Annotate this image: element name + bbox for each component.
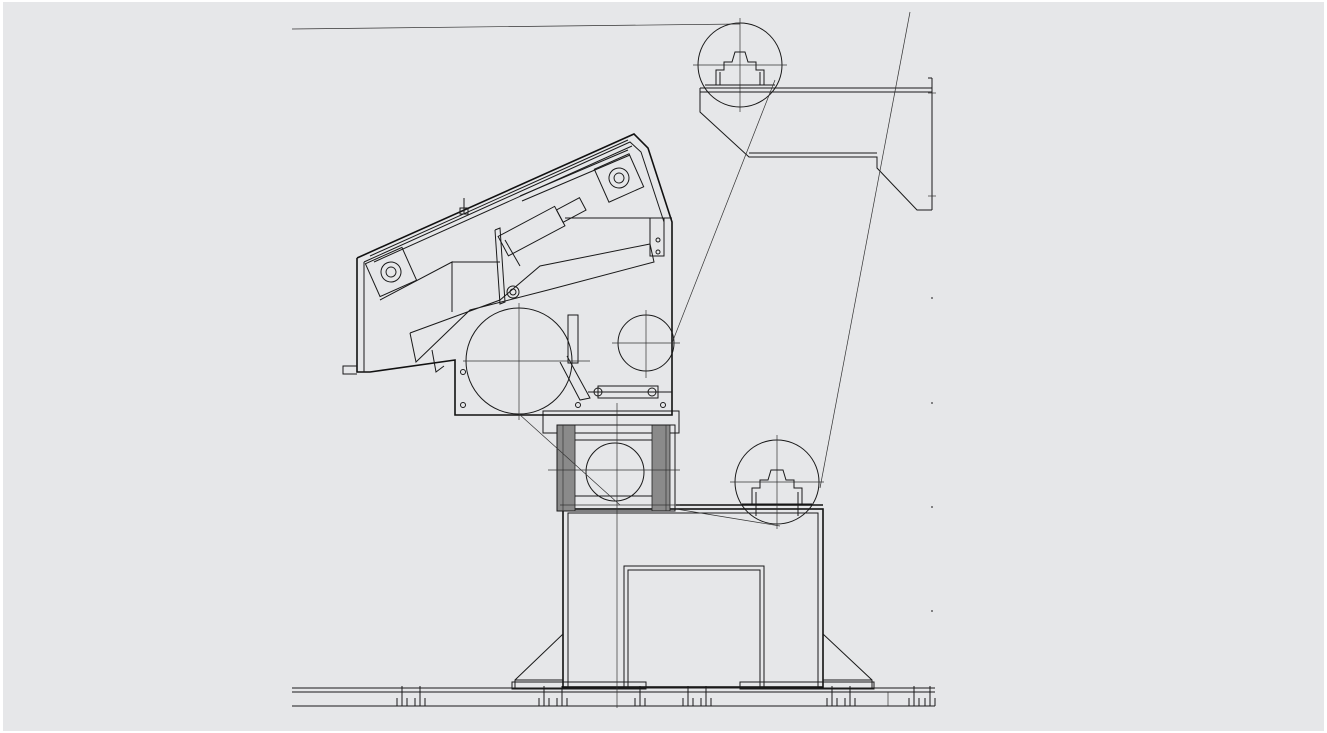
leader-line-upper [291, 23, 741, 30]
leader-lines [671, 11, 911, 527]
bearing-block [542, 410, 680, 512]
margin-ticks [931, 297, 933, 612]
detail-circle-upper [693, 18, 787, 112]
anchor-bolt [556, 686, 568, 706]
anchor-bolt [844, 686, 856, 706]
main-drum [463, 303, 621, 506]
detail-circle-lower [730, 435, 824, 529]
arm-body [342, 133, 673, 416]
anchor-bolt [924, 686, 936, 706]
anchor-bolt [908, 686, 920, 706]
anchor-bolts [396, 686, 936, 706]
anchor-bolt [826, 686, 838, 706]
anchor-bolt [538, 686, 550, 706]
pedestal-frame [511, 504, 875, 690]
anchor-bolt [682, 686, 694, 706]
anchor-bolt [634, 686, 646, 706]
beam-detail [699, 77, 936, 211]
anchor-bolt [700, 686, 712, 706]
anchor-bolt [414, 686, 426, 706]
anchor-bolt [396, 686, 408, 706]
secondary-pulley [612, 310, 680, 378]
drawing-sheet [3, 2, 1324, 731]
